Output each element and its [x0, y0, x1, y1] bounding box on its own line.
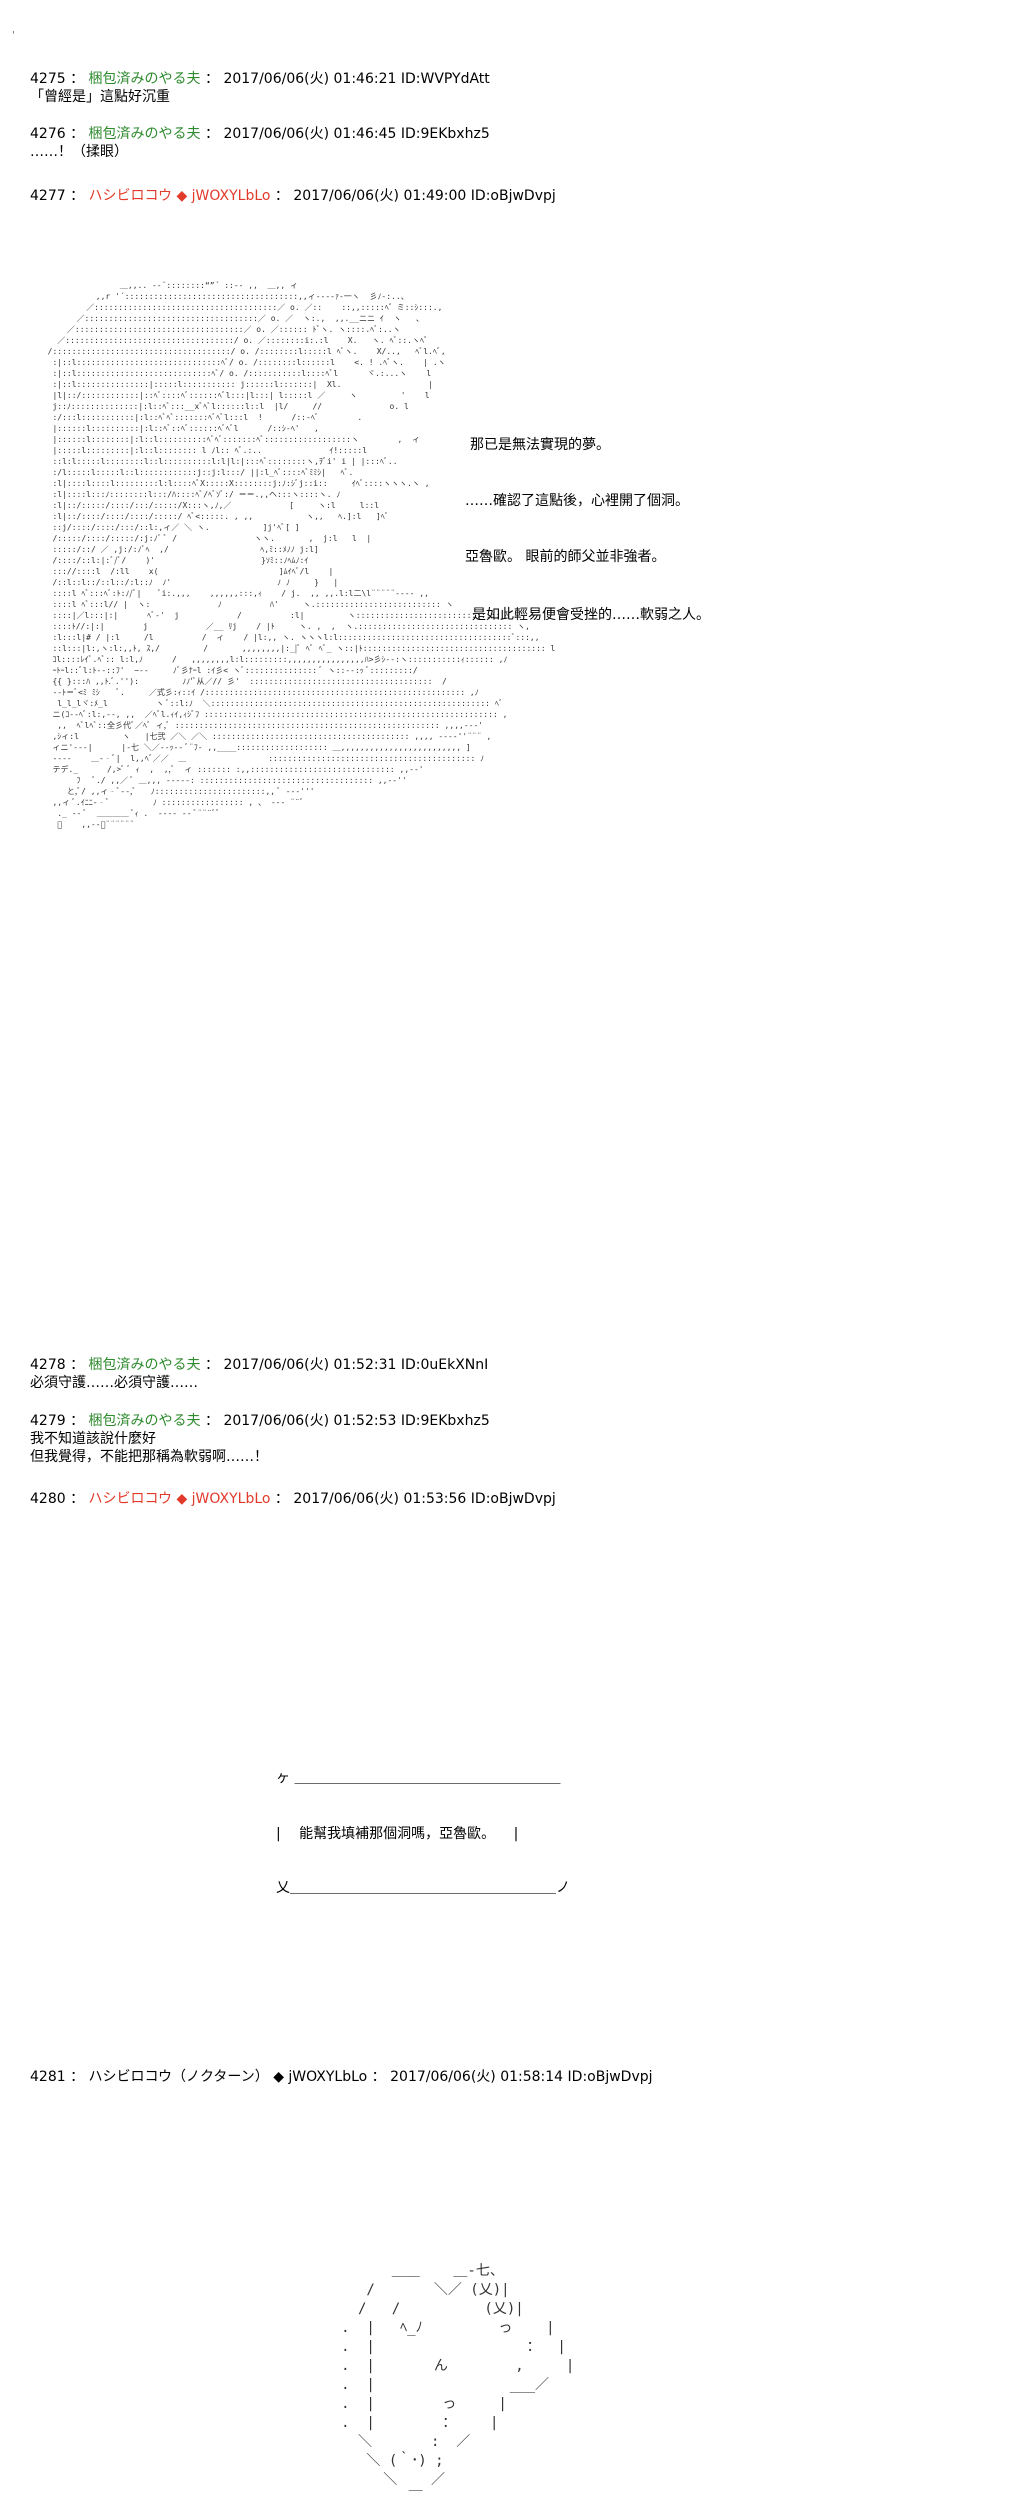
- post-id: ID:WVPYdAtt: [400, 71, 490, 87]
- post-number[interactable]: 4278: [30, 1357, 66, 1373]
- top-mark: ': [12, 30, 15, 41]
- post-number[interactable]: 4279: [30, 1413, 66, 1429]
- post-body-line: 「曾經是」這點好沉重: [30, 89, 170, 105]
- post-id: ID:0uEkXNnI: [400, 1357, 489, 1373]
- post-date: 2017/06/06(火) 01:46:21: [223, 71, 397, 87]
- post-date: 2017/06/06(火) 01:46:45: [223, 126, 397, 142]
- bubble-top: ヶ ＿＿＿＿＿＿＿＿＿＿＿＿＿＿＿＿＿＿＿: [276, 1770, 561, 1786]
- post-date: 2017/06/06(火) 01:58:14: [390, 2069, 564, 2085]
- post-header: 4280 ： ハシビロコウ ◆ jWOXYLbLo ： 2017/06/06(火…: [30, 1491, 556, 1507]
- post-4275: 4275 ： 梱包済みのやる夫 ： 2017/06/06(火) 01:46:21…: [30, 70, 490, 106]
- post-4276: 4276 ： 梱包済みのやる夫 ： 2017/06/06(火) 01:46:45…: [30, 125, 490, 161]
- post-number[interactable]: 4276: [30, 126, 66, 142]
- post-body-line: 必須守護……必須守護……: [30, 1375, 198, 1391]
- post-date: 2017/06/06(火) 01:52:31: [223, 1357, 397, 1373]
- post-4281: 4281 ： ハシビロコウ（ノクターン） ◆ jWOXYLbLo ： 2017/…: [30, 2068, 653, 2086]
- poster-trip: ◆ jWOXYLbLo: [176, 1491, 271, 1507]
- post-id: ID:oBjwDvpj: [470, 1491, 556, 1507]
- poster-name: ハシビロコウ（ノクターン）: [88, 2069, 269, 2085]
- post-4277: 4277 ： ハシビロコウ ◆ jWOXYLbLo ： 2017/06/06(火…: [30, 187, 556, 205]
- speech-bubble: ヶ ＿＿＿＿＿＿＿＿＿＿＿＿＿＿＿＿＿＿＿ | 能幫我填補那個洞嗎，亞魯歐。 |…: [276, 1735, 570, 1913]
- post-date: 2017/06/06(火) 01:52:53: [223, 1413, 397, 1429]
- post-id: ID:oBjwDvpj: [567, 2069, 653, 2085]
- post-number[interactable]: 4280: [30, 1491, 66, 1507]
- aa-caption-line: 亞魯歐。 眼前的師父並非強者。: [465, 549, 666, 565]
- post-4279: 4279 ： 梱包済みのやる夫 ： 2017/06/06(火) 01:52:53…: [30, 1412, 490, 1466]
- aa-caption-line: 是如此輕易便會受挫的……軟弱之人。: [472, 607, 710, 623]
- poster-name: 梱包済みのやる夫: [88, 1413, 201, 1429]
- post-4280: 4280 ： ハシビロコウ ◆ jWOXYLbLo ： 2017/06/06(火…: [30, 1490, 556, 1508]
- poster-trip: ◆ jWOXYLbLo: [176, 188, 271, 204]
- poster-name: ハシビロコウ: [88, 1491, 172, 1507]
- post-number[interactable]: 4281: [30, 2069, 66, 2085]
- post-4278: 4278 ： 梱包済みのやる夫 ： 2017/06/06(火) 01:52:31…: [30, 1356, 488, 1392]
- post-header: 4275 ： 梱包済みのやる夫 ： 2017/06/06(火) 01:46:21…: [30, 71, 490, 87]
- post-header: 4276 ： 梱包済みのやる夫 ： 2017/06/06(火) 01:46:45…: [30, 126, 490, 142]
- poster-trip: ◆ jWOXYLbLo: [273, 2069, 368, 2085]
- poster-name: 梱包済みのやる夫: [88, 126, 201, 142]
- ascii-art-figure: ＿,,.. -‐¨::::::::“”´ ::‐- ,, ＿,, ィ ,,r '…: [47, 281, 556, 829]
- aa-caption-line: ……確認了這點後，心裡開了個洞。: [465, 493, 689, 509]
- ascii-art-face: ＿＿ ＿‐七、 / ＼／ (乂)| / / (乂)| . | ﾍ_ﾉ っ | .…: [341, 2263, 575, 2507]
- post-header: 4277 ： ハシビロコウ ◆ jWOXYLbLo ： 2017/06/06(火…: [30, 188, 556, 204]
- post-body-line: 我不知道該說什麼好: [30, 1431, 156, 1447]
- post-header: 4279 ： 梱包済みのやる夫 ： 2017/06/06(火) 01:52:53…: [30, 1413, 490, 1429]
- poster-name: 梱包済みのやる夫: [88, 1357, 201, 1373]
- post-id: ID:oBjwDvpj: [470, 188, 556, 204]
- post-header: 4281 ： ハシビロコウ（ノクターン） ◆ jWOXYLbLo ： 2017/…: [30, 2069, 653, 2085]
- post-body-line: ……！（揉眼）: [30, 144, 128, 160]
- post-id: ID:9EKbxhz5: [400, 1413, 490, 1429]
- post-header: 4278 ： 梱包済みのやる夫 ： 2017/06/06(火) 01:52:31…: [30, 1357, 489, 1373]
- post-date: 2017/06/06(火) 01:53:56: [293, 1491, 467, 1507]
- poster-name: ハシビロコウ: [88, 188, 172, 204]
- post-number[interactable]: 4275: [30, 71, 66, 87]
- post-id: ID:9EKbxhz5: [400, 126, 490, 142]
- bubble-text: | 能幫我填補那個洞嗎，亞魯歐。 |: [276, 1826, 519, 1842]
- bubble-bottom: 乂＿＿＿＿＿＿＿＿＿＿＿＿＿＿＿＿＿＿＿ノ: [276, 1880, 570, 1896]
- post-date: 2017/06/06(火) 01:49:00: [293, 188, 467, 204]
- aa-caption-line: 那已是無法實現的夢。: [470, 437, 610, 453]
- post-body-line: 但我覺得，不能把那稱為軟弱啊……！: [30, 1449, 268, 1465]
- poster-name: 梱包済みのやる夫: [88, 71, 201, 87]
- post-number[interactable]: 4277: [30, 188, 66, 204]
